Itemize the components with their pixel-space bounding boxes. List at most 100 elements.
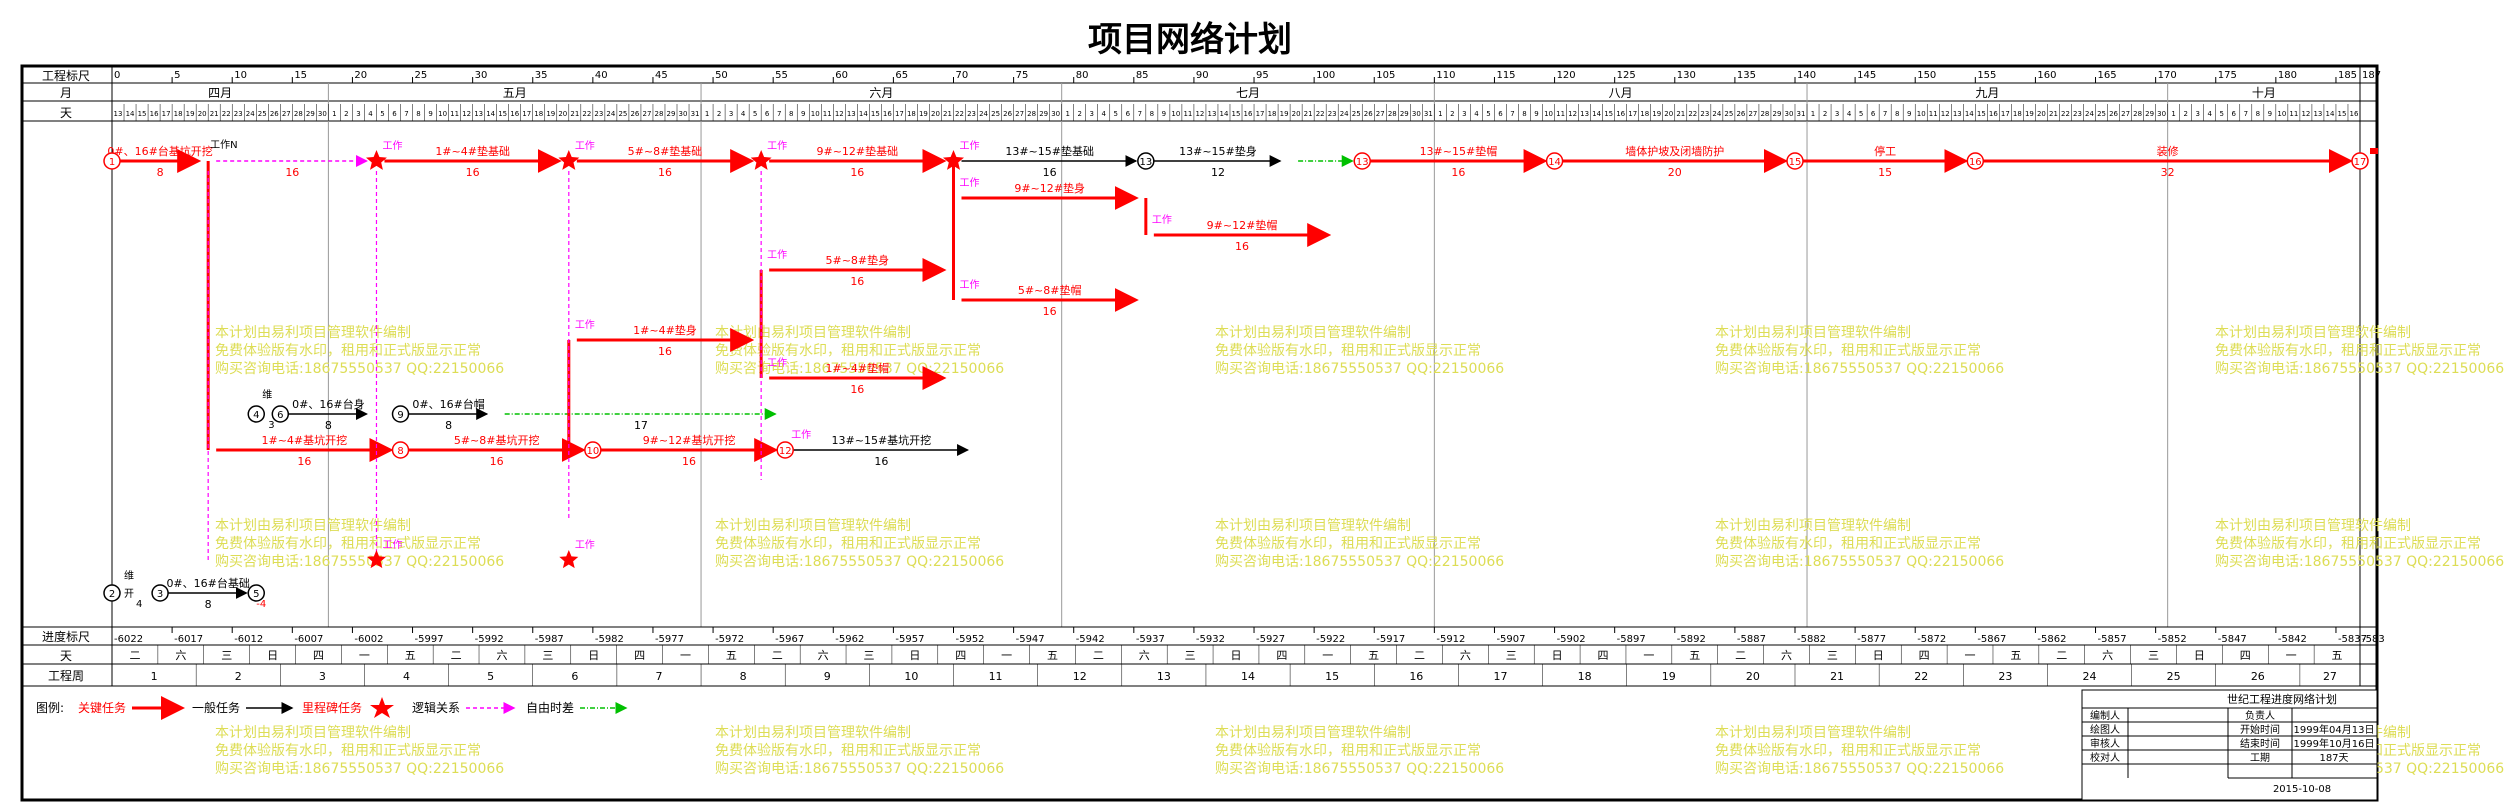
day-label: 7 — [404, 110, 408, 118]
month-label: 六月 — [869, 86, 893, 100]
progress-tick-label: -5942 — [1076, 634, 1105, 645]
node-number: 9 — [397, 410, 403, 421]
day-label: 4 — [1474, 110, 1479, 118]
day-label: 9 — [801, 110, 805, 118]
week-label: 8 — [740, 670, 747, 683]
scale-tick-label: 145 — [1857, 70, 1876, 81]
watermark-text: 免费体验版有水印，租用和正式版显示正常 — [215, 536, 481, 552]
day-label: 8 — [1895, 110, 1899, 118]
network-node — [247, 584, 266, 602]
progress-tick-label: -5852 — [2158, 634, 2187, 645]
day-label: 2 — [717, 110, 721, 118]
weekday-label: 日 — [588, 649, 599, 662]
day-label: 5 — [380, 110, 384, 118]
day-label: 16 — [1989, 110, 1998, 118]
day-label: 5 — [1114, 110, 1118, 118]
week-label: 16 — [1409, 670, 1423, 683]
week-label: 21 — [1830, 670, 1844, 683]
watermark-text: 免费体验版有水印，租用和正式版显示正常 — [1715, 743, 1981, 759]
footer-rows: 进度标尺 天 工程周 — [22, 626, 2377, 687]
weekday-label: 二 — [1414, 649, 1425, 662]
activity-duration: 16 — [490, 455, 504, 468]
day-label: 11 — [1556, 110, 1565, 118]
day-label: 16 — [510, 110, 519, 118]
day-label: 23 — [2073, 110, 2082, 118]
day-label: 8 — [416, 110, 420, 118]
week-label: 9 — [824, 670, 831, 683]
weekday-label: 二 — [1735, 649, 1746, 662]
day-label: 14 — [859, 110, 868, 118]
network-node — [391, 405, 410, 423]
network-node — [1786, 152, 1804, 170]
day-label: 20 — [2037, 110, 2046, 118]
progress-tick-label: -5922 — [1316, 634, 1345, 645]
progress-tick-label: -5892 — [1677, 634, 1706, 645]
progress-tick-label: -5897 — [1617, 634, 1646, 645]
day-label: 28 — [1388, 110, 1397, 118]
network-node — [584, 441, 602, 459]
activity-duration: 16 — [466, 166, 480, 179]
day-label: 15 — [1977, 110, 1986, 118]
work-label: 工作 — [382, 140, 402, 152]
day-label: 9 — [1534, 110, 1538, 118]
week-label: 10 — [904, 670, 918, 683]
month-label: 四月 — [208, 86, 232, 100]
week-label: 26 — [2251, 670, 2265, 683]
activity-label: 13#~15#垫帽 — [1420, 144, 1498, 158]
day-label: 15 — [498, 110, 507, 118]
day-label: 30 — [679, 110, 688, 118]
info-v2-2: 1999年10月16日 — [2294, 737, 2375, 750]
progress-tick-label: -5962 — [835, 634, 864, 645]
scale-tick-label: 100 — [1316, 70, 1335, 81]
weekday-label: 六 — [496, 649, 507, 662]
watermark-text: 购买咨询电话:18675550537 QQ:22150066 — [715, 554, 1004, 570]
activity-duration: 12 — [1211, 166, 1225, 179]
watermark-text: 本计划由易利项目管理软件编制 — [215, 518, 411, 534]
day-label: 10 — [2277, 110, 2286, 118]
day-label: 6 — [1126, 110, 1131, 118]
day-label: 14 — [1220, 110, 1229, 118]
day-label: 18 — [907, 110, 916, 118]
day-label: 26 — [2109, 110, 2118, 118]
info-k-3: 校对人 — [2090, 751, 2120, 764]
scale-tick-label: 187 — [2362, 70, 2381, 81]
day-label: 6 — [2232, 110, 2237, 118]
day-label: 16 — [883, 110, 892, 118]
day-label: 18 — [1640, 110, 1649, 118]
network-node — [103, 584, 121, 602]
progress-tick-label: -5837 — [2338, 634, 2367, 645]
weekday-label: 四 — [313, 649, 324, 662]
weekday-label: 一 — [2286, 649, 2297, 662]
day-label: 6 — [1871, 110, 1876, 118]
week-label: 17 — [1493, 670, 1507, 683]
day-label: 1 — [1438, 110, 1442, 118]
day-label: 29 — [1400, 110, 1409, 118]
node-number: 13 — [1139, 157, 1152, 168]
day-label: 4 — [2207, 110, 2212, 118]
day-label: 17 — [2001, 110, 2010, 118]
network-node — [1137, 152, 1155, 170]
activity-duration: 16 — [1043, 166, 1057, 179]
day-label: 18 — [1268, 110, 1277, 118]
watermark-text: 购买咨询电话:18675550537 QQ:22150066 — [215, 554, 504, 570]
scale-tick-label: 185 — [2338, 70, 2357, 81]
activity-label: 5#~8#垫帽 — [1018, 283, 1082, 297]
day-label: 2 — [344, 110, 348, 118]
week-label: 22 — [1914, 670, 1928, 683]
day-label: 10 — [1544, 110, 1553, 118]
day-label: 17 — [1628, 110, 1637, 118]
progress-tick-label: -6012 — [234, 634, 263, 645]
day-label: 20 — [931, 110, 940, 118]
scale-tick-label: 180 — [2278, 70, 2297, 81]
weekday-label: 六 — [175, 649, 186, 662]
day-label: 11 — [2289, 110, 2298, 118]
progress-tick-label: -583 — [2362, 634, 2385, 645]
day-label: 28 — [1027, 110, 1036, 118]
scale-tick-label: 115 — [1496, 70, 1515, 81]
day-label: 15 — [1604, 110, 1613, 118]
day-label: 21 — [570, 110, 579, 118]
work-n-label: 工作N — [210, 139, 237, 151]
